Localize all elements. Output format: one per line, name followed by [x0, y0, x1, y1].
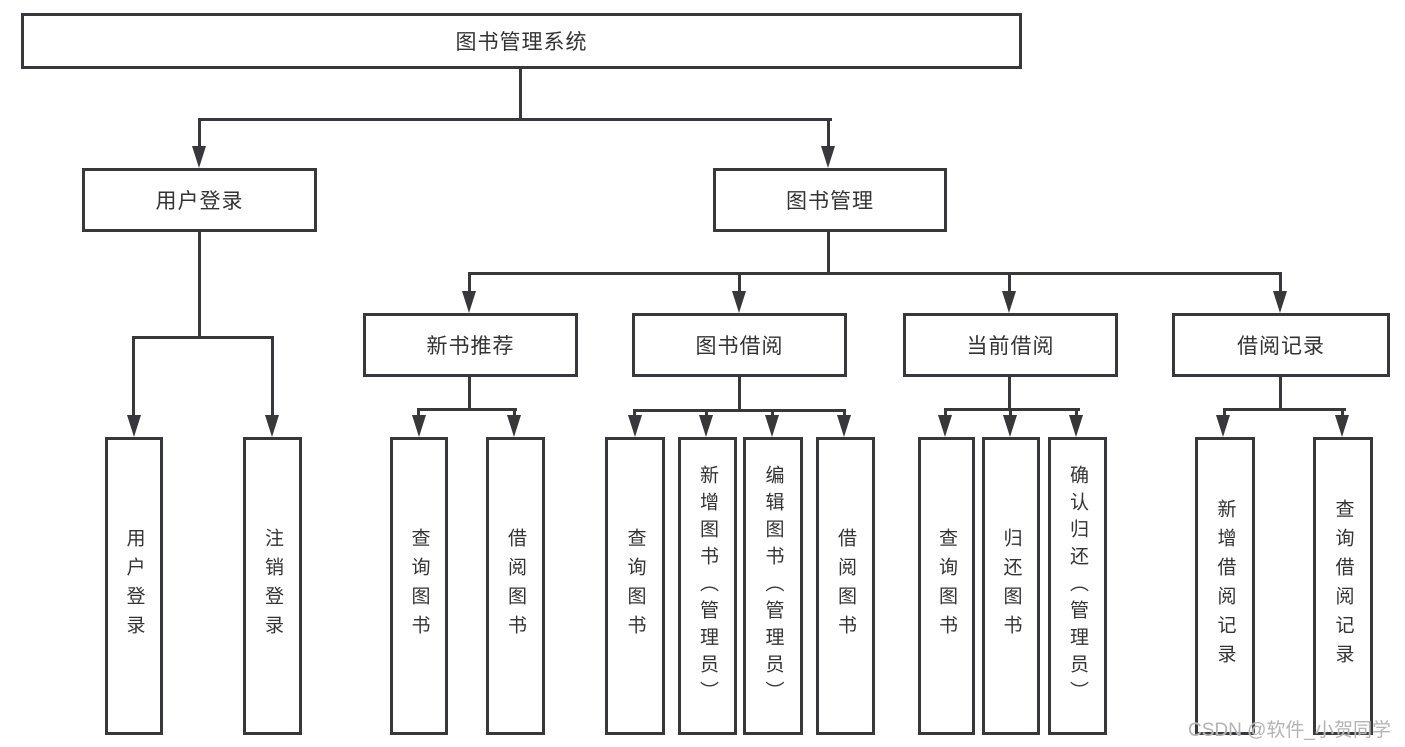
connector-user-login-stem	[198, 232, 201, 336]
connector-bb-leaf1	[633, 409, 636, 417]
leaf-query-borrow-record: 查询借阅记录	[1313, 437, 1373, 735]
leaf-return-book: 归还图书	[982, 437, 1040, 735]
arrowhead-user-login-icon	[192, 146, 206, 168]
connector-book-mgmt-rail	[468, 272, 1282, 275]
connector-borrow-records-stem	[1279, 377, 1282, 410]
arrowhead-bb-leaf4-icon	[837, 415, 851, 437]
leaf-add-book-admin: 新增图书（管理员）	[678, 437, 737, 735]
arrowhead-bb-leaf3-icon	[765, 415, 779, 437]
leaf-borrow-books: 借阅图书	[816, 437, 875, 735]
arrowhead-book-borrow-icon	[732, 291, 746, 313]
arrowhead-nb-leaf1-icon	[412, 415, 426, 437]
watermark: CSDN @软件_小贺同学	[1188, 720, 1391, 741]
arrowhead-cb-leaf3-icon	[1069, 415, 1083, 437]
leaf-edit-book-admin-label: 编辑图书（管理员）	[762, 464, 784, 708]
connector-cb-leaf2	[1009, 408, 1012, 417]
connector-to-book-mgmt	[827, 118, 830, 148]
connector-bb-leaf4	[843, 409, 846, 417]
node-borrow-records-label: 借阅记录	[1237, 335, 1325, 358]
connector-book-mgmt-stem	[827, 232, 830, 272]
connector-root-rail	[198, 118, 832, 121]
node-user-login-label: 用户登录	[155, 190, 244, 213]
leaf-add-borrow-record-label: 新增借阅记录	[1214, 499, 1236, 673]
leaf-borrow-books-label: 借阅图书	[835, 528, 856, 644]
leaf-add-book-admin-label: 新增图书（管理员）	[697, 464, 718, 708]
leaf-query-books-recommend-label: 查询图书	[408, 528, 430, 644]
arrowhead-br-leaf1-icon	[1216, 415, 1230, 437]
leaf-query-books-current-label: 查询图书	[936, 528, 957, 644]
connector-book-borrow-stem	[738, 377, 741, 412]
arrowhead-cb-leaf2-icon	[1003, 415, 1017, 437]
node-book-management-label: 图书管理	[786, 190, 874, 213]
leaf-logout: 注销登录	[243, 437, 302, 735]
arrowhead-leaf-logout-icon	[265, 415, 279, 437]
connector-to-current-borrow	[1008, 272, 1011, 293]
leaf-user-login-label: 用户登录	[123, 528, 145, 644]
connector-nb-leaf1	[417, 408, 420, 417]
leaf-return-book-label: 归还图书	[1000, 528, 1022, 644]
node-current-borrow: 当前借阅	[903, 313, 1118, 377]
connector-bb-leaf3	[771, 409, 774, 417]
connector-borrow-records-rail	[1223, 408, 1346, 411]
connector-user-login-rail	[132, 336, 274, 339]
node-book-borrow-label: 图书借阅	[695, 335, 784, 358]
arrowhead-cb-leaf1-icon	[938, 415, 952, 437]
node-new-book-recommend: 新书推荐	[363, 313, 578, 377]
node-root-label: 图书管理系统	[455, 31, 588, 54]
node-book-borrow: 图书借阅	[632, 313, 847, 377]
connector-cb-leaf1	[944, 408, 947, 417]
leaf-query-books-borrow: 查询图书	[605, 437, 665, 735]
leaf-confirm-return-admin-label: 确认归还（管理员）	[1067, 464, 1088, 708]
leaf-query-books-recommend: 查询图书	[390, 437, 448, 735]
leaf-confirm-return-admin: 确认归还（管理员）	[1048, 437, 1107, 735]
connector-to-new-book	[468, 272, 471, 293]
connector-to-book-borrow	[738, 272, 741, 293]
arrowhead-nb-leaf2-icon	[507, 415, 521, 437]
arrowhead-bb-leaf1-icon	[628, 415, 642, 437]
leaf-user-login: 用户登录	[105, 437, 163, 735]
node-book-management: 图书管理	[713, 168, 947, 232]
leaf-add-borrow-record: 新增借阅记录	[1195, 437, 1255, 735]
connector-to-leaf-logout	[271, 336, 274, 416]
node-borrow-records: 借阅记录	[1172, 313, 1390, 377]
leaf-query-books-borrow-label: 查询图书	[624, 528, 646, 644]
connector-current-borrow-rail	[944, 408, 1080, 411]
arrowhead-borrow-records-icon	[1273, 291, 1287, 313]
node-new-book-recommend-label: 新书推荐	[426, 335, 515, 358]
connector-new-book-stem	[468, 377, 471, 411]
arrowhead-bb-leaf2-icon	[699, 415, 713, 437]
connector-book-borrow-rail	[633, 409, 846, 412]
arrowhead-book-mgmt-icon	[821, 146, 835, 168]
connector-to-borrow-records	[1279, 272, 1282, 293]
arrowhead-new-book-icon	[462, 291, 476, 313]
connector-to-leaf-user-login	[132, 336, 135, 416]
arrowhead-current-borrow-icon	[1002, 291, 1016, 313]
node-root: 图书管理系统	[21, 13, 1022, 69]
leaf-borrow-books-recommend-label: 借阅图书	[505, 528, 526, 644]
connector-br-leaf1	[1223, 408, 1226, 417]
leaf-query-borrow-record-label: 查询借阅记录	[1332, 499, 1354, 673]
leaf-logout-label: 注销登录	[262, 528, 283, 644]
connector-to-user-login	[198, 118, 201, 148]
leaf-edit-book-admin: 编辑图书（管理员）	[743, 437, 803, 735]
connector-cb-leaf3	[1075, 408, 1078, 417]
connector-nb-leaf2	[513, 408, 516, 417]
connector-br-leaf2	[1341, 408, 1344, 417]
leaf-borrow-books-recommend: 借阅图书	[486, 437, 545, 735]
arrowhead-leaf-user-login-icon	[127, 415, 141, 437]
connector-root-stem	[519, 68, 522, 118]
connector-current-borrow-stem	[1008, 377, 1011, 410]
node-current-borrow-label: 当前借阅	[966, 335, 1055, 358]
leaf-query-books-current: 查询图书	[918, 437, 975, 735]
node-user-login: 用户登录	[82, 168, 317, 232]
connector-bb-leaf2	[705, 409, 708, 417]
arrowhead-br-leaf2-icon	[1335, 415, 1349, 437]
connector-new-book-rail	[417, 408, 517, 411]
